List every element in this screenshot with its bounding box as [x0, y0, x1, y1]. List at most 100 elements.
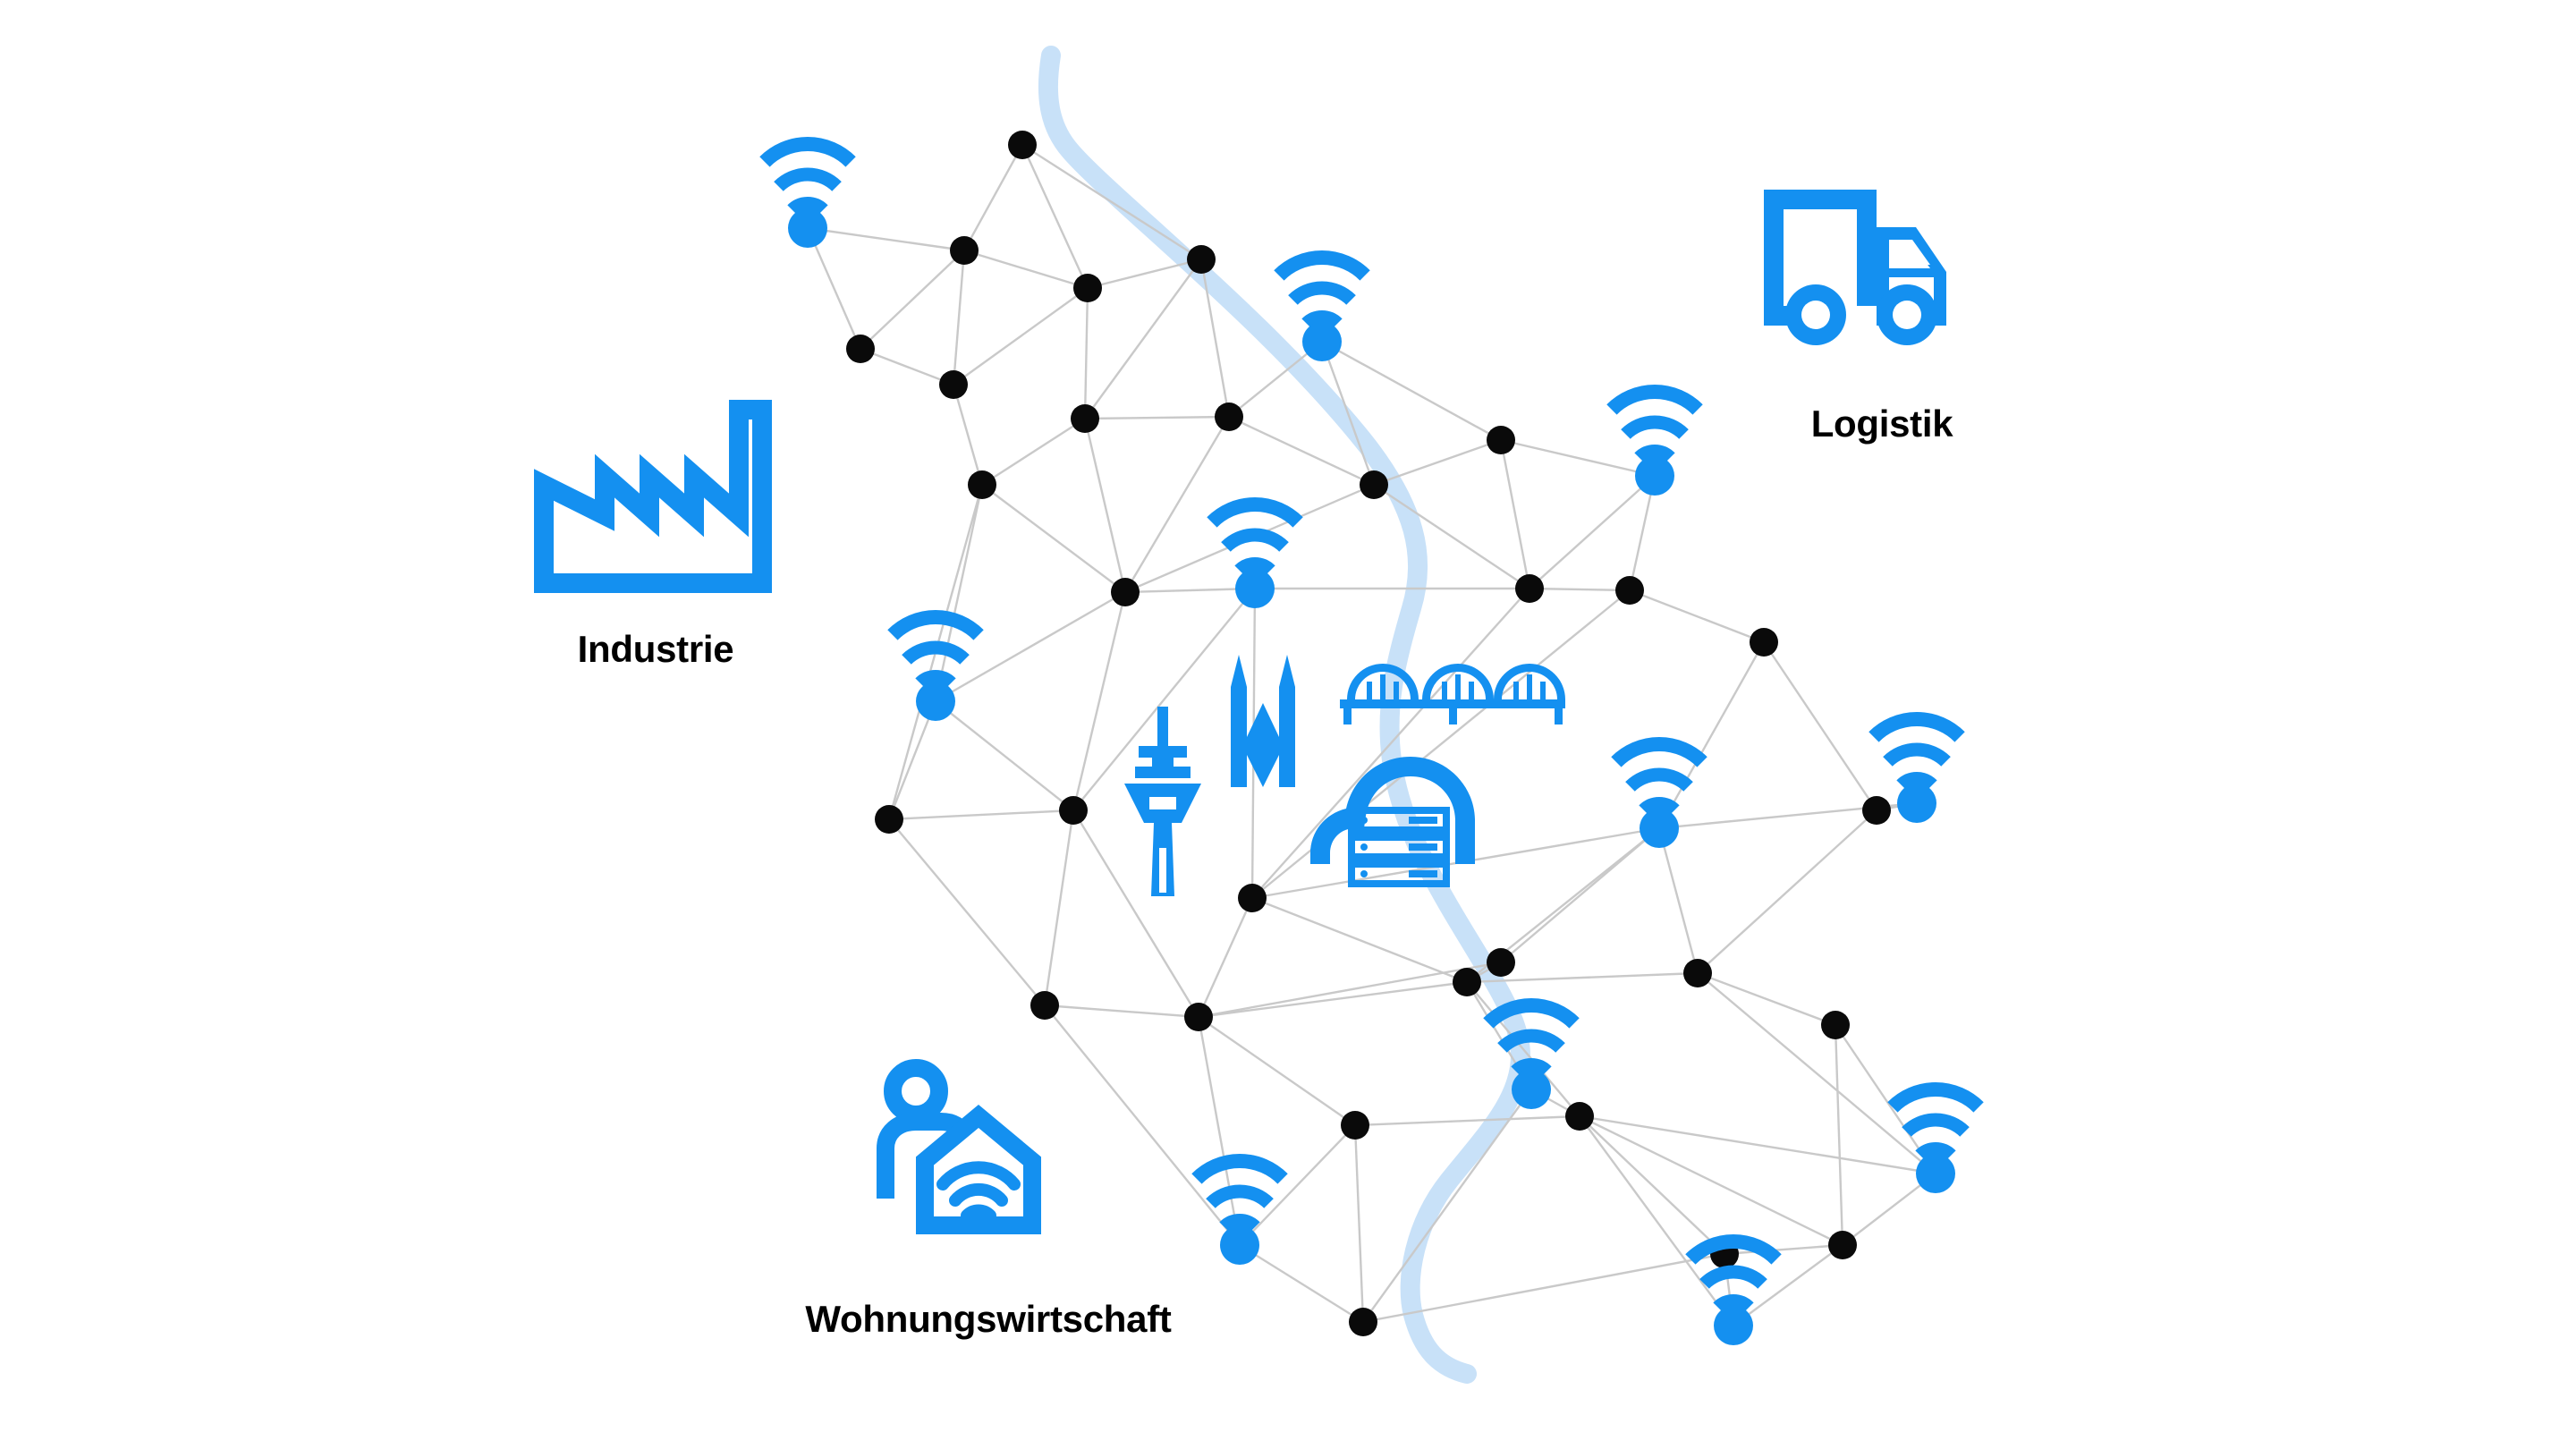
network-edge	[935, 590, 1126, 703]
wifi-arc	[1288, 281, 1356, 306]
network-edge	[888, 818, 1046, 1006]
network-node	[1453, 968, 1481, 996]
wifi-node-dot	[1235, 569, 1275, 608]
network-edge	[1579, 1114, 1843, 1247]
wifi-node-dot	[1512, 1070, 1551, 1109]
network-edge	[1021, 143, 1202, 261]
network-edge	[1251, 588, 1530, 899]
wifi-arc	[887, 610, 984, 640]
network-edge	[1228, 415, 1375, 487]
delivery-truck-icon	[1764, 190, 1946, 345]
network-edge	[1657, 827, 1699, 974]
network-edge	[1198, 1016, 1356, 1126]
network-edge	[1834, 1024, 1844, 1246]
network-edge	[1123, 416, 1231, 593]
network-edge	[1044, 1004, 1199, 1019]
network-edge	[981, 417, 1086, 487]
wifi-node-icon	[1606, 385, 1703, 496]
wifi-arc	[1191, 1154, 1288, 1184]
network-edge	[1362, 1089, 1532, 1323]
wifi-arc	[1625, 767, 1693, 792]
cloud-server-icon	[1310, 757, 1475, 887]
network-node	[875, 805, 903, 834]
wifi-arc	[902, 640, 970, 665]
network-edge	[1373, 438, 1502, 487]
wifi-arc	[1699, 1265, 1767, 1290]
wifi-node-dot	[1635, 456, 1674, 496]
network-edge	[1083, 418, 1127, 593]
wifi-arc	[1713, 1294, 1754, 1312]
network-edge	[1084, 258, 1202, 419]
network-edge	[1228, 341, 1323, 418]
network-edge	[1239, 1243, 1364, 1324]
network-edge	[860, 347, 954, 386]
wifi-access-points	[759, 137, 1984, 1345]
network-edge	[1021, 144, 1089, 289]
network-edge	[1251, 589, 1631, 899]
network-node	[1683, 959, 1712, 987]
network-edge	[1353, 1124, 1365, 1323]
network-node	[939, 370, 968, 399]
network-edge	[1466, 971, 1699, 984]
wifi-arc	[1902, 1113, 1970, 1138]
network-node	[1341, 1111, 1369, 1140]
network-edge	[1466, 981, 1580, 1117]
network-node	[1008, 131, 1037, 159]
network-edge	[1697, 971, 1836, 1027]
wifi-node-icon	[887, 610, 984, 721]
wifi-arc	[1634, 445, 1675, 462]
network-node	[1073, 274, 1102, 302]
network-node	[1862, 796, 1891, 825]
network-edge	[1373, 484, 1530, 589]
wifi-arc	[1301, 310, 1343, 328]
network-node	[1750, 628, 1778, 657]
network-node	[1059, 796, 1088, 825]
network-node	[950, 236, 979, 265]
wifi-node-icon	[1191, 1154, 1288, 1265]
wifi-arc	[1483, 998, 1580, 1029]
wifi-arc	[1639, 797, 1680, 815]
wifi-arc	[1685, 1234, 1782, 1265]
network-edge	[1198, 980, 1468, 1019]
wifi-arc	[1611, 737, 1707, 767]
network-edge	[1763, 641, 1877, 811]
network-node	[1515, 574, 1544, 603]
network-edge	[1499, 439, 1531, 589]
wifi-arc	[1896, 772, 1937, 790]
tv-tower-icon	[1124, 707, 1201, 896]
network-edge	[1087, 258, 1202, 290]
wifi-arc	[1868, 712, 1965, 742]
wifi-arc	[1221, 528, 1289, 553]
wifi-node-dot	[1714, 1306, 1753, 1345]
network-edge	[1362, 1252, 1725, 1324]
network-edge	[887, 700, 937, 820]
network-node	[1615, 576, 1644, 605]
network-edge	[1072, 588, 1256, 811]
network-edge	[1697, 972, 1936, 1174]
wifi-arc	[1511, 1058, 1552, 1076]
network-edge	[1579, 1115, 1725, 1255]
network-edge	[934, 484, 984, 702]
network-edge	[1197, 1016, 1241, 1246]
network-node	[1238, 884, 1267, 912]
network-edge	[953, 287, 1089, 386]
network-edge	[860, 250, 965, 350]
network-edge	[1529, 475, 1656, 589]
network-edge	[981, 484, 1126, 593]
wifi-arc	[915, 670, 956, 688]
wifi-node-icon	[1611, 737, 1707, 848]
wifi-node-icon	[1274, 250, 1370, 361]
wifi-arc	[1234, 557, 1275, 575]
network-node	[846, 335, 875, 363]
wifi-arc	[787, 197, 828, 215]
network-edge	[1500, 438, 1656, 478]
network-edge	[1529, 587, 1631, 592]
network-edge	[1321, 340, 1502, 442]
wifi-arc	[1915, 1142, 1956, 1160]
wifi-arc	[1497, 1029, 1565, 1054]
wifi-arc	[1219, 1214, 1260, 1232]
network-edge	[1354, 1114, 1580, 1127]
network-edge	[888, 809, 1074, 821]
network-node	[1487, 948, 1515, 977]
wifi-node-dot	[1916, 1154, 1955, 1193]
